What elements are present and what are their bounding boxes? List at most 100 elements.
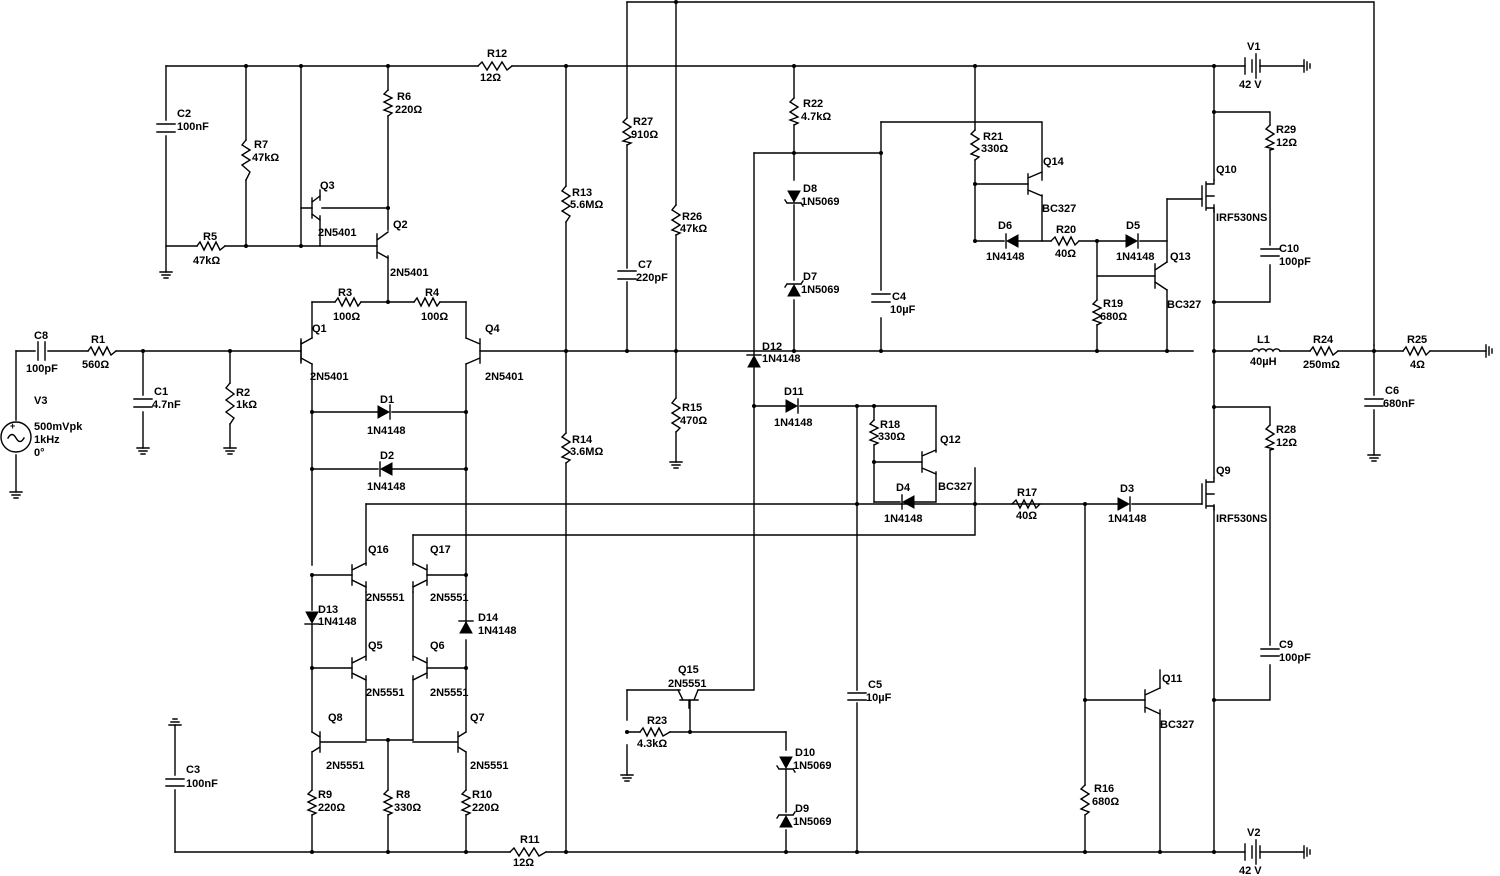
label-c5-ref: C5 [868, 679, 882, 691]
label-r11-ref: R11 [520, 834, 540, 846]
resistor-r11-symbol [509, 846, 547, 858]
label-r14-ref: R14 [572, 434, 593, 446]
label-q9-value: IRF530NS [1216, 513, 1267, 525]
transistor-q7-symbol [412, 731, 467, 753]
diode-d12-symbol [746, 354, 762, 368]
label-r24-value: 250mΩ [1303, 359, 1340, 371]
label-d10-ref: D10 [795, 747, 815, 759]
diode-d9-symbol [776, 811, 796, 828]
ground-symbol [1303, 59, 1311, 73]
label-q5-value: 2N5551 [366, 687, 405, 699]
label-r2-ref: R2 [236, 387, 250, 399]
label-q7-ref: Q7 [470, 712, 485, 724]
label-q12-ref: Q12 [940, 434, 961, 446]
resistor-r15-symbol [670, 397, 682, 433]
transistor-q1-symbol [300, 337, 313, 365]
transistor-q17-symbol [412, 562, 428, 588]
label-d9-value: 1N5069 [793, 816, 832, 828]
label-q11-value: BC327 [1160, 719, 1194, 731]
transistor-q11-symbol [1144, 669, 1161, 715]
label-q14-ref: Q14 [1043, 156, 1065, 168]
grounds [9, 59, 1493, 859]
label-r8-value: 330Ω [394, 802, 421, 814]
diode-d10-symbol [776, 756, 796, 773]
label-r1-value: 560Ω [82, 359, 109, 371]
label-l1-ref: L1 [1257, 334, 1270, 346]
resistor-r9-symbol [306, 789, 318, 816]
label-l1-value: 40µH [1250, 356, 1277, 368]
diode-d1-symbol [377, 404, 391, 420]
label-r29-ref: R29 [1276, 124, 1296, 136]
label-c1-ref: C1 [154, 386, 168, 398]
label-d8-ref: D8 [803, 183, 817, 195]
label-r13-value: 5.6MΩ [570, 199, 603, 211]
label-r15-value: 470Ω [680, 415, 707, 427]
resistor-r27-symbol [620, 117, 634, 146]
capacitor-c9-symbol [1260, 648, 1280, 657]
label-r27-value-text: 910Ω [631, 129, 658, 141]
resistor-r16-symbol [1079, 784, 1091, 816]
label-c7-value: 220pF [636, 272, 668, 284]
resistor-r17-symbol [1011, 498, 1041, 510]
label-d13-value: 1N4148 [318, 616, 357, 628]
label-d4-value: 1N4148 [884, 513, 923, 525]
transistor-q14-symbol [1027, 171, 1043, 197]
transistor-q16-symbol [351, 562, 367, 588]
transistor-q4-symbol [465, 337, 481, 365]
ground-symbol [1485, 344, 1493, 358]
label-r22-value: 4.7kΩ [801, 111, 831, 123]
transistor-q10-symbol [1201, 179, 1215, 213]
resistor-r2-symbol [224, 382, 236, 425]
label-r22-ref: R22 [803, 98, 823, 110]
label-q10-value: IRF530NS [1216, 212, 1267, 224]
label-d13-ref: D13 [318, 604, 338, 616]
label-c10-value: 100pF [1279, 256, 1311, 268]
transistor-q6-symbol [412, 655, 428, 681]
label-r18-ref: R18 [880, 419, 900, 431]
diode-d7-symbol [784, 280, 804, 297]
label-c3-ref: C3 [186, 764, 200, 776]
resistor-r20-symbol [1050, 235, 1080, 247]
label-c4-ref: C4 [892, 291, 907, 303]
label-d4-ref: D4 [896, 482, 911, 494]
label-r21-ref: R21 [983, 131, 1003, 143]
resistor-r22-symbol [788, 97, 800, 126]
ground-symbol [620, 774, 634, 782]
label-r5-value: 47kΩ [193, 255, 220, 267]
label-d14-value: 1N4148 [478, 625, 517, 637]
transistor-q2-symbol [376, 231, 389, 259]
wires [15, 1, 1487, 853]
label-d11-ref: D11 [784, 386, 804, 398]
diode-d11-symbol [785, 398, 799, 414]
component-labels: R1 560Ω R2 1kΩ R3 100Ω R4 100Ω R5 47kΩ R… [26, 41, 1427, 876]
label-q14-value: BC327 [1042, 203, 1076, 215]
label-d12-value: 1N4148 [762, 353, 801, 365]
label-q1-value: 2N5401 [310, 371, 349, 383]
label-r10-ref: R10 [472, 789, 492, 801]
label-r14-value: 3.6MΩ [570, 446, 603, 458]
diodes [304, 190, 1139, 828]
label-r4-value: 100Ω [421, 311, 448, 323]
label-d9-ref: D9 [795, 803, 809, 815]
label-r28-value: 12Ω [1276, 437, 1297, 449]
capacitor-c1-symbol [133, 398, 153, 408]
resistor-r5-symbol [196, 240, 226, 252]
label-v2-value: 42 V [1239, 865, 1262, 876]
label-q8-ref: Q8 [328, 712, 343, 724]
capacitor-c4-symbol [871, 293, 891, 303]
label-r23-ref: R23 [647, 715, 667, 727]
label-c6-ref: C6 [1385, 385, 1399, 397]
label-q11-ref: Q11 [1162, 673, 1182, 685]
transistor-q15-symbol [677, 689, 699, 709]
label-c2-ref: C2 [177, 108, 191, 120]
resistor-r19-symbol [1091, 299, 1103, 326]
capacitor-c7-symbol [617, 270, 637, 280]
label-r10-value: 220Ω [472, 802, 499, 814]
label-r16-ref: R16 [1094, 783, 1114, 795]
label-c8-ref: C8 [34, 330, 48, 342]
label-q17-ref: Q17 [430, 544, 451, 556]
label-q2-value: 2N5401 [390, 267, 429, 279]
transistor-q13-symbol [1154, 261, 1168, 291]
